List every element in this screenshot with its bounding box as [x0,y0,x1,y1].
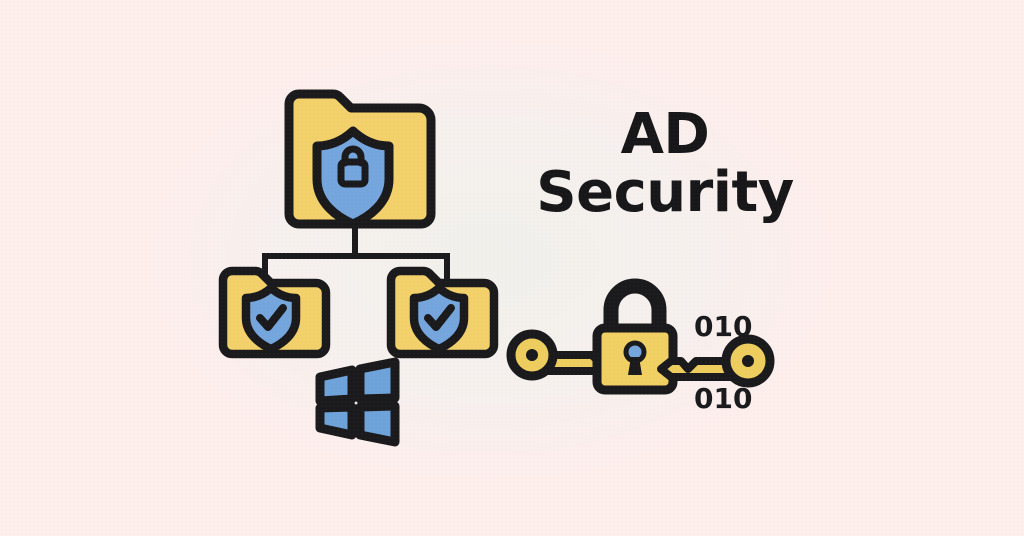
binary-label-bottom: 010 [694,382,752,415]
folder-shield-lock-icon [284,89,436,229]
binary-label-top: 010 [694,310,752,343]
title-line-1: AD [620,102,710,167]
page-title: AD Security [520,102,810,226]
title-line-2: Security [536,160,794,226]
folder-shield-check-icon-right [386,266,499,359]
key-icon-right [657,334,775,388]
windows-logo-icon [315,357,400,447]
folder-shield-check-icon-left [218,266,331,359]
